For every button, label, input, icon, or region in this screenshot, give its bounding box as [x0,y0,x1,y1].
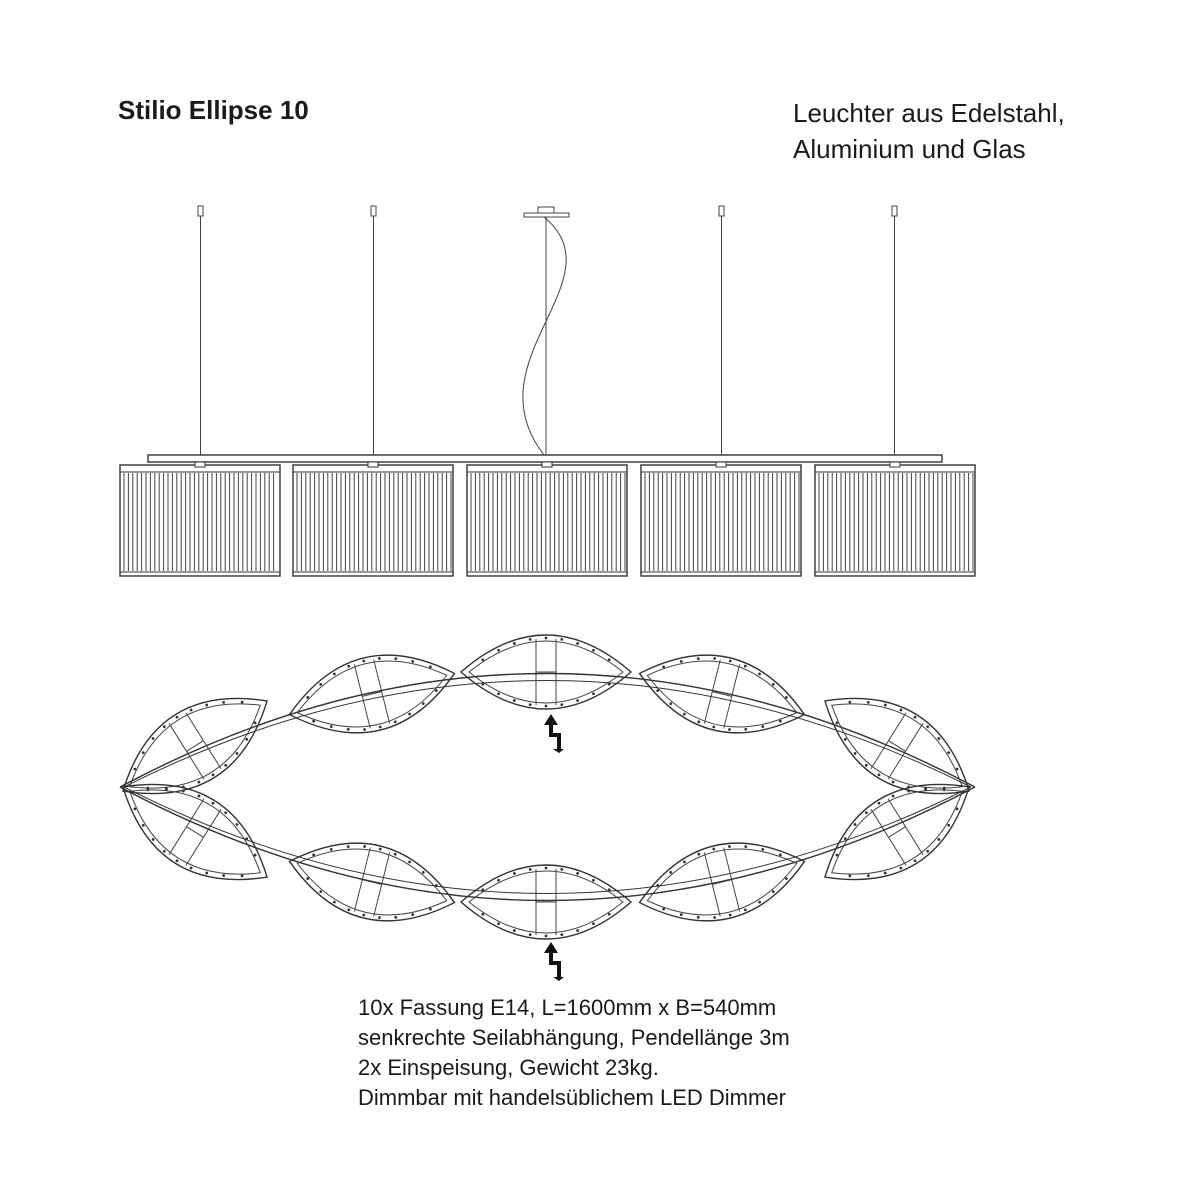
top-lens-6 [122,783,268,881]
top-lens-10 [824,783,970,881]
shade-5 [814,461,976,577]
outer-band-upper [119,672,976,788]
inner-band-upper [123,680,972,788]
specifications: 10x Fassung E14, L=1600mm x B=540mm senk… [358,993,790,1113]
top-lens-3 [459,634,633,710]
shade-3 [466,461,628,577]
top-lens-5 [824,697,970,795]
spec-line-3: 2x Einspeisung, Gewicht 23kg. [358,1055,659,1080]
top-view [119,634,976,940]
top-lens-9 [638,842,806,922]
material-line-2: Aluminium und Glas [793,134,1026,164]
outer-band-lower [119,786,976,902]
power-feed-icon [544,714,564,753]
inner-band-lower [123,786,972,894]
top-lens-8 [459,864,633,940]
suspension-cables [197,205,898,455]
ceiling-canopy [522,206,570,456]
shade-1 [119,461,281,577]
power-cable [522,216,567,456]
material-description: Leuchter aus Edelstahl, Aluminium und Gl… [793,95,1065,167]
top-lens-4 [638,654,806,734]
top-lens-1 [122,697,268,795]
spec-line-4: Dimmbar mit handelsüblichem LED Dimmer [358,1085,786,1110]
shades [119,461,976,577]
material-line-1: Leuchter aus Edelstahl, [793,98,1065,128]
shade-2 [292,461,454,577]
cable-1 [197,205,204,455]
power-feed-icon [544,942,564,981]
top-lens-2 [288,654,456,734]
cable-5 [891,205,898,455]
spec-line-2: senkrechte Seilabhängung, Pendellänge 3m [358,1025,790,1050]
shade-4 [640,461,802,577]
side-view [119,205,976,577]
product-title: Stilio Ellipse 10 [118,95,309,125]
cable-4 [718,205,725,455]
spec-line-1: 10x Fassung E14, L=1600mm x B=540mm [358,995,777,1020]
cable-2 [370,205,377,455]
mounting-bar [147,454,943,463]
